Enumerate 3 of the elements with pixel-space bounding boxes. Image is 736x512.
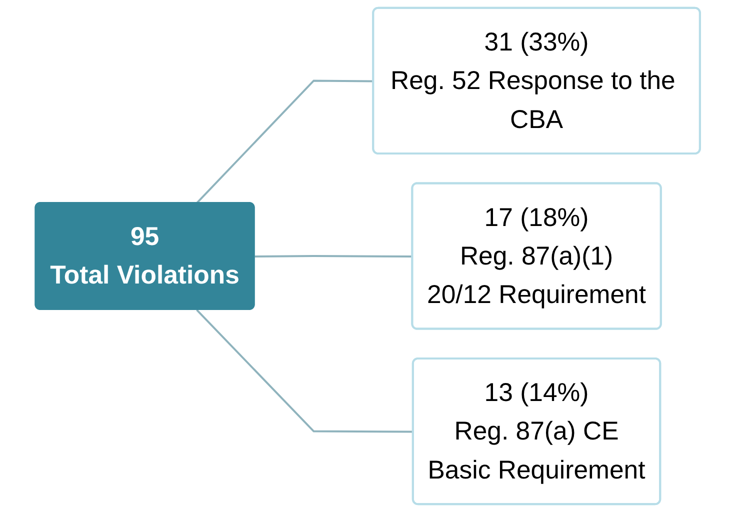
- connector: [196, 309, 414, 433]
- connector: [255, 255, 414, 258]
- connector: [196, 80, 374, 204]
